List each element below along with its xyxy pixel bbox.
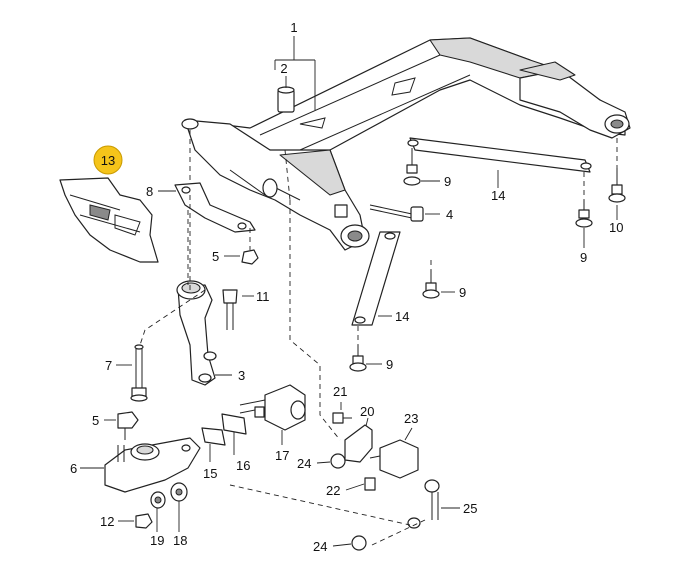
reinforcement-bar-front[interactable] — [351, 231, 401, 326]
engine-mount-3[interactable] — [176, 280, 217, 386]
sensor-23[interactable] — [369, 439, 419, 479]
nut-5b[interactable] — [117, 411, 139, 440]
bushing-17[interactable] — [239, 384, 306, 431]
washer-18[interactable] — [170, 482, 188, 502]
highlight-marker — [93, 145, 123, 175]
bolt-9b[interactable] — [575, 200, 593, 228]
callout-9d: 9 — [386, 357, 393, 372]
callout-16: 16 — [236, 458, 250, 473]
nut-12[interactable] — [135, 513, 153, 529]
bolt-11[interactable] — [222, 289, 238, 330]
callout-14b: 14 — [395, 309, 409, 324]
callout-9b: 9 — [580, 250, 587, 265]
callout-25: 25 — [463, 501, 477, 516]
callout-6: 6 — [70, 461, 77, 476]
callout-4: 4 — [446, 207, 453, 222]
callout-5a: 5 — [212, 249, 219, 264]
callout-18: 18 — [173, 533, 187, 548]
callout-21: 21 — [333, 384, 347, 399]
nut-24b[interactable] — [351, 535, 367, 551]
callout-2: 2 — [280, 61, 287, 76]
screw-22[interactable] — [364, 477, 376, 491]
callout-17: 17 — [275, 448, 289, 463]
callout-24a: 24 — [297, 456, 311, 471]
callouts: 1 2 3 4 5 5 6 7 8 9 9 9 9 10 11 12 13 14… — [70, 20, 623, 554]
nut-5a[interactable] — [241, 249, 259, 265]
callout-9c: 9 — [459, 285, 466, 300]
bolt-9d[interactable] — [349, 345, 367, 372]
callout-14a: 14 — [491, 188, 505, 203]
washer-19[interactable] — [150, 491, 166, 509]
callout-12: 12 — [100, 514, 114, 529]
clip-16[interactable] — [221, 413, 247, 435]
callout-8: 8 — [146, 184, 153, 199]
bolt-4[interactable] — [369, 204, 424, 222]
callout-20: 20 — [360, 404, 374, 419]
callout-10: 10 — [609, 220, 623, 235]
heat-shield-13[interactable] — [59, 177, 159, 263]
callout-1: 1 — [290, 20, 297, 35]
assembly-lines — [139, 130, 618, 546]
callout-19: 19 — [150, 533, 164, 548]
rubber-mount[interactable] — [277, 76, 295, 113]
callout-15: 15 — [203, 466, 217, 481]
callout-3: 3 — [238, 368, 245, 383]
nut-24a[interactable] — [330, 453, 346, 469]
clip-15[interactable] — [201, 427, 226, 446]
callout-22: 22 — [326, 483, 340, 498]
bracket-8[interactable] — [174, 182, 256, 233]
bracket-20[interactable] — [344, 424, 373, 463]
bolt-10[interactable] — [608, 168, 626, 203]
callout-7: 7 — [105, 358, 112, 373]
reinforcement-bar-rear[interactable] — [407, 137, 592, 173]
callout-11: 11 — [256, 289, 270, 304]
screw-21[interactable] — [332, 412, 352, 424]
leader-lines — [80, 36, 618, 547]
callout-24b: 24 — [313, 539, 327, 554]
callout-9a: 9 — [444, 174, 451, 189]
callout-23: 23 — [404, 411, 418, 426]
link-rod-25[interactable] — [407, 479, 440, 529]
bolt-7[interactable] — [130, 344, 148, 402]
bolt-9c[interactable] — [422, 270, 440, 299]
engine-mount-6[interactable] — [104, 437, 201, 493]
callout-5b: 5 — [92, 413, 99, 428]
callout-13: 13 — [101, 153, 115, 168]
subframe[interactable] — [181, 37, 631, 251]
